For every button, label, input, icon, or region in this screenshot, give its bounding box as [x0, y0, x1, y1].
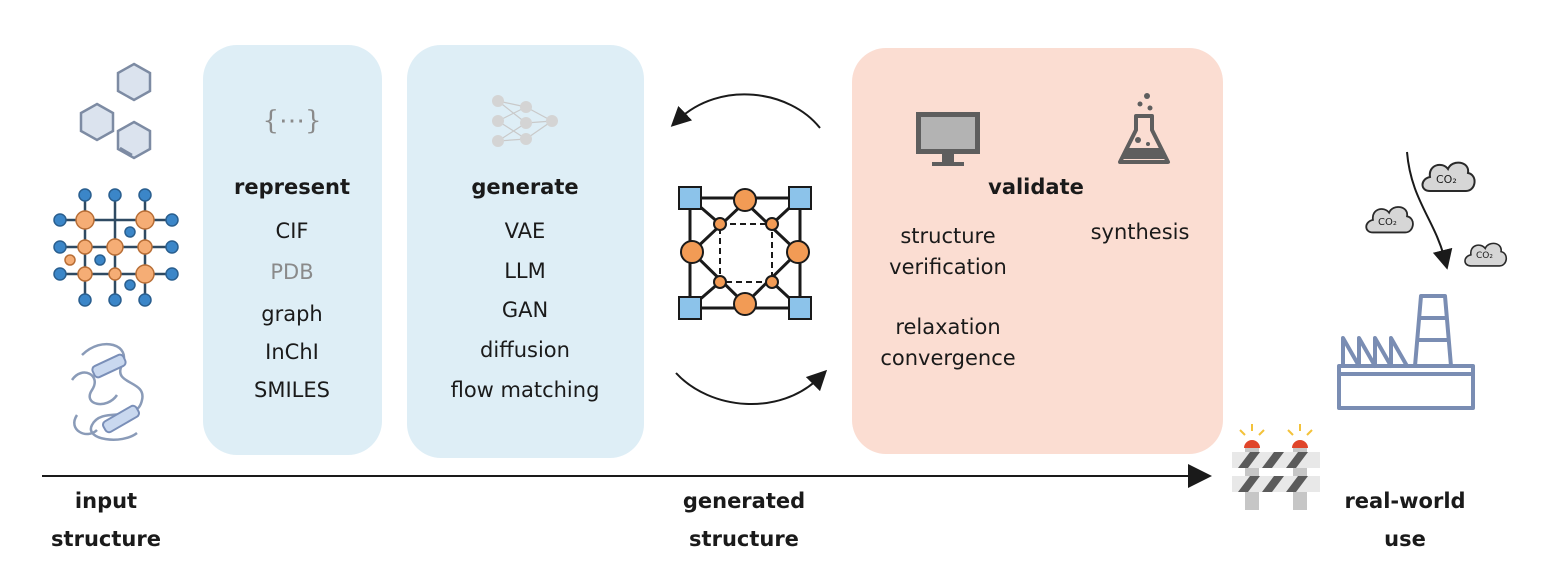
synthesis-label: synthesis	[1090, 220, 1190, 244]
input-structure-line2: structure	[51, 527, 161, 551]
co2-cloud-icon-2	[1365, 206, 1414, 234]
represent-item-cif: CIF	[275, 219, 309, 243]
input-structure-label: input structure	[51, 482, 161, 558]
represent-panel	[203, 45, 382, 455]
structure-verification-label: structure verification	[889, 221, 1007, 283]
relaxation-convergence-label: relaxation convergence	[880, 312, 1015, 374]
framework-structure-icon	[678, 186, 812, 320]
real-world-use-line1: real-world	[1344, 489, 1466, 513]
forward-arrow-icon	[675, 369, 828, 405]
co2-text-3: CO₂	[1476, 251, 1493, 261]
timeline-arrow	[42, 464, 1212, 488]
structure-verification-line2: verification	[889, 255, 1007, 279]
relaxation-line2: convergence	[880, 346, 1016, 370]
relaxation-line1: relaxation	[895, 315, 1001, 339]
co2-text-1: CO₂	[1436, 173, 1457, 186]
monitor-icon	[916, 112, 980, 166]
generate-item-diffusion: diffusion	[480, 338, 570, 362]
represent-item-pdb: PDB	[270, 260, 314, 284]
structure-verification-line1: structure	[900, 224, 996, 248]
curly-braces-icon: {⋯}	[262, 106, 322, 136]
validate-title: validate	[988, 175, 1084, 199]
real-world-use-label: real-world use	[1344, 482, 1465, 558]
represent-title: represent	[234, 175, 350, 199]
aromatic-molecule-icon	[79, 62, 152, 160]
emission-arrow-icon	[1406, 151, 1453, 270]
validate-panel	[852, 48, 1223, 454]
real-world-use-line2: use	[1384, 527, 1426, 551]
barrier-icon	[1232, 424, 1320, 510]
generate-item-llm: LLM	[504, 259, 546, 283]
represent-item-inchi: InChI	[265, 340, 319, 364]
co2-text-2: CO₂	[1378, 217, 1397, 228]
input-structure-line1: input	[74, 489, 138, 513]
generated-structure-line1: generated	[682, 489, 806, 513]
generate-panel	[407, 45, 644, 458]
protein-icon	[70, 342, 144, 441]
generate-item-flow-matching: flow matching	[450, 378, 600, 402]
generated-structure-line2: structure	[689, 527, 799, 551]
generate-item-gan: GAN	[501, 298, 549, 322]
represent-item-graph: graph	[261, 302, 323, 326]
generate-item-vae: VAE	[504, 219, 546, 243]
feedback-arrow-icon	[670, 93, 821, 129]
crystal-lattice-icon	[53, 188, 179, 307]
co2-cloud-icon-3	[1464, 242, 1508, 267]
generate-title: generate	[471, 175, 579, 199]
factory-icon	[1337, 294, 1475, 410]
represent-item-smiles: SMILES	[254, 378, 330, 402]
generated-structure-label: generated structure	[683, 482, 805, 558]
co2-cloud-icon	[1421, 161, 1476, 192]
neural-network-icon	[492, 95, 558, 147]
flask-icon	[1118, 93, 1170, 164]
